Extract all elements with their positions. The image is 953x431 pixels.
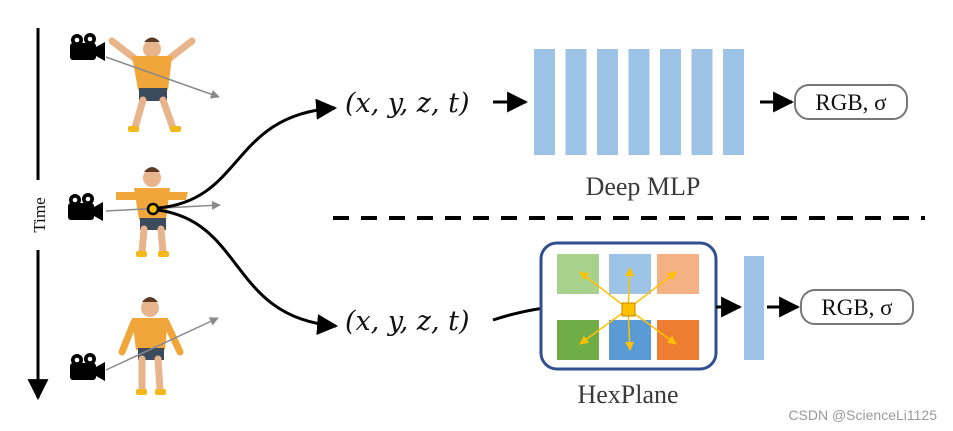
top-input-tuple: (x, y, z, t): [345, 88, 470, 119]
mlp-layer: [534, 49, 555, 155]
feature-plane: [657, 254, 699, 294]
projection-arrow: [627, 271, 677, 310]
sample-point: [146, 202, 160, 216]
projection-arrow: [625, 267, 635, 310]
projection-arrow: [579, 271, 629, 310]
feature-plane: [557, 254, 599, 294]
hexplane-sample-point: [621, 302, 636, 317]
top-output-label: RGB, σ: [815, 90, 887, 115]
head-layer: [744, 256, 764, 360]
hexplane-label: HexPlane: [577, 380, 678, 409]
mlp-layer: [723, 49, 744, 155]
projection-arrow: [627, 308, 677, 345]
bottom-input-tuple: (x, y, z, t): [345, 306, 470, 337]
watermark: CSDN @ScienceLi1125: [788, 407, 937, 423]
curve-arrow-bottom: [157, 208, 339, 336]
mlp-layer: [660, 49, 681, 155]
curve-arrow-top: [157, 98, 338, 210]
mlp-layer: [628, 49, 650, 155]
camera-ray: [105, 317, 219, 371]
mlp-layer: [597, 49, 618, 155]
bottom-output-label: RGB, σ: [821, 295, 893, 320]
bottom-output-box: [800, 289, 914, 325]
human-figure: [118, 297, 184, 395]
feature-plane: [657, 320, 699, 360]
feature-plane: [557, 320, 599, 360]
mlp-layer: [565, 49, 587, 155]
projection-arrow: [579, 308, 629, 345]
human-figure: [108, 37, 196, 132]
camera-icon: [70, 353, 105, 381]
human-figure: [116, 167, 188, 257]
camera-icon: [68, 193, 103, 221]
deep-mlp-label: Deep MLP: [586, 172, 701, 201]
mlp-layer: [691, 49, 713, 155]
time-label: Time: [30, 197, 49, 232]
camera-icon: [70, 33, 105, 61]
top-output-box: [794, 84, 908, 120]
time-axis: Time: [27, 28, 49, 401]
hex-projection-arrows: [579, 267, 677, 351]
camera-ray: [105, 56, 220, 99]
mlp-layers: [534, 49, 744, 155]
